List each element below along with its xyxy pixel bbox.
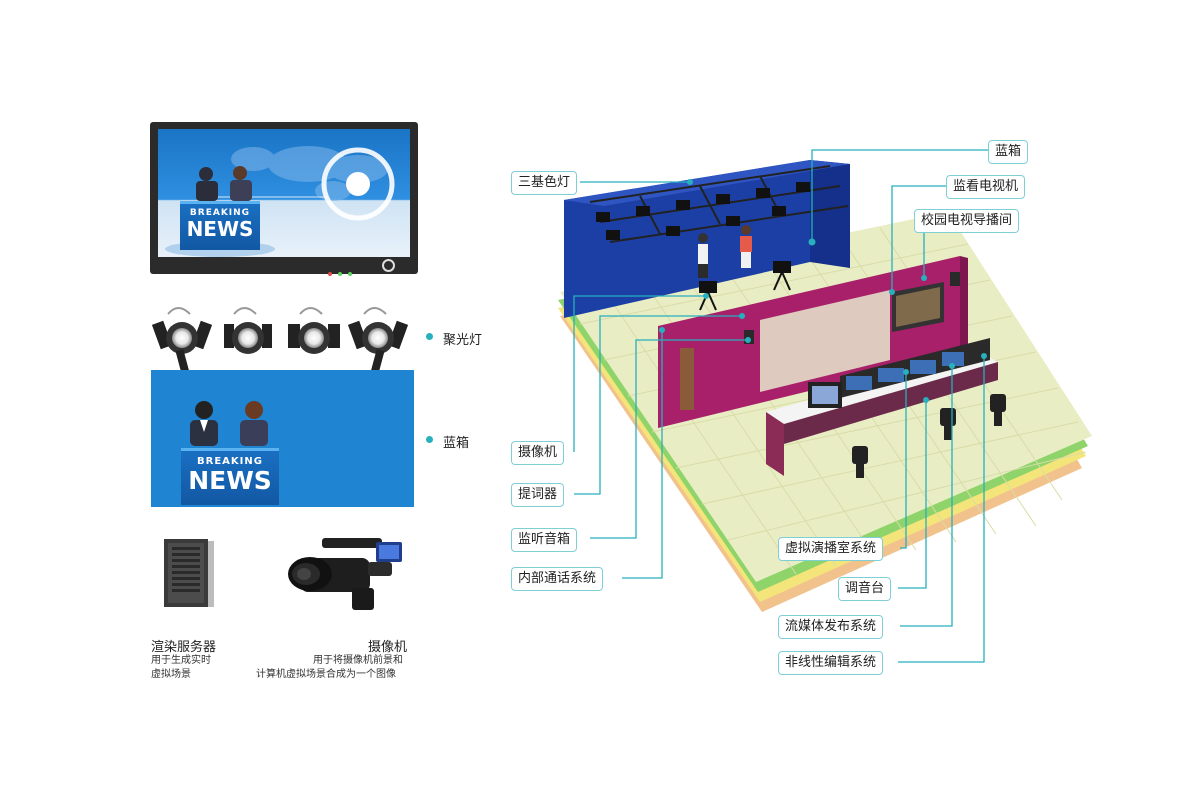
callout-rgb-light: 三基色灯	[511, 171, 578, 195]
callout-monitor-speaker: 监听音箱	[511, 528, 578, 552]
camera-title: 摄像机	[368, 640, 408, 655]
bluebox-wall-side	[810, 160, 850, 268]
bluebox-label: 蓝箱	[443, 436, 470, 451]
monitor-speaker-right	[950, 272, 960, 286]
spotlight-label: 聚光灯	[443, 333, 483, 348]
camera-desc-line2: 计算机虚拟场景合成为一个图像	[256, 669, 396, 680]
panel-news-text: NEWS	[188, 466, 272, 495]
viewing-window	[760, 290, 890, 392]
callout-mixer: 调音台	[838, 577, 892, 601]
server-desc-line1: 用于生成实时	[151, 655, 211, 666]
callout-campus-tv-room: 校园电视导播间	[914, 209, 1020, 233]
spotlight-marker-dot	[426, 333, 433, 340]
tv-news-text: NEWS	[186, 217, 254, 241]
tv-screen: BREAKING NEWS	[158, 129, 410, 257]
spotlight-icon	[288, 307, 340, 354]
tv-indicator-lights	[328, 261, 358, 280]
callout-lines	[573, 149, 988, 663]
spotlight-icon	[224, 307, 272, 354]
monitor-speaker-left	[744, 330, 754, 344]
callout-intercom: 内部通话系统	[511, 567, 604, 591]
presenters	[698, 225, 752, 278]
camera-desc-line1: 用于将摄像机前景和	[313, 655, 403, 666]
chairs	[852, 394, 1006, 478]
callout-virtual-studio: 虚拟演播室系统	[778, 537, 884, 561]
spotlight-icon	[151, 307, 213, 373]
callout-prompter: 提词器	[511, 483, 565, 507]
server-desc-line2: 虚拟场景	[151, 669, 191, 680]
spotlight-icon	[347, 307, 409, 373]
bluebox-panel: BREAKING NEWS	[151, 370, 414, 507]
tv-news-desk: BREAKING NEWS	[180, 201, 260, 250]
callout-monitor-tv: 监看电视机	[946, 175, 1026, 199]
video-camera-icon	[288, 538, 402, 610]
panel-news-desk: BREAKING NEWS	[181, 448, 279, 505]
monitor-screens	[846, 352, 964, 390]
callout-dots	[659, 179, 987, 403]
door	[680, 348, 694, 410]
tv-breaking-text: BREAKING	[189, 208, 251, 218]
anchors-graphic	[190, 401, 268, 446]
callout-streaming: 流媒体发布系统	[778, 615, 884, 639]
tv-power-button	[382, 259, 395, 272]
panel-breaking-text: BREAKING	[197, 456, 263, 467]
news-tv: BREAKING NEWS	[150, 122, 418, 276]
studio-cameras	[699, 261, 791, 311]
callout-nle: 非线性编辑系统	[778, 651, 884, 675]
server-icon	[164, 539, 214, 607]
rgb-lights	[596, 182, 810, 240]
world-map-graphic	[165, 146, 395, 257]
callout-bluebox: 蓝箱	[988, 140, 1029, 164]
bluebox-marker-dot	[426, 436, 433, 443]
callout-camera: 摄像机	[511, 441, 565, 465]
spotlights-graphic	[151, 307, 409, 373]
server-title: 渲染服务器	[151, 640, 217, 655]
